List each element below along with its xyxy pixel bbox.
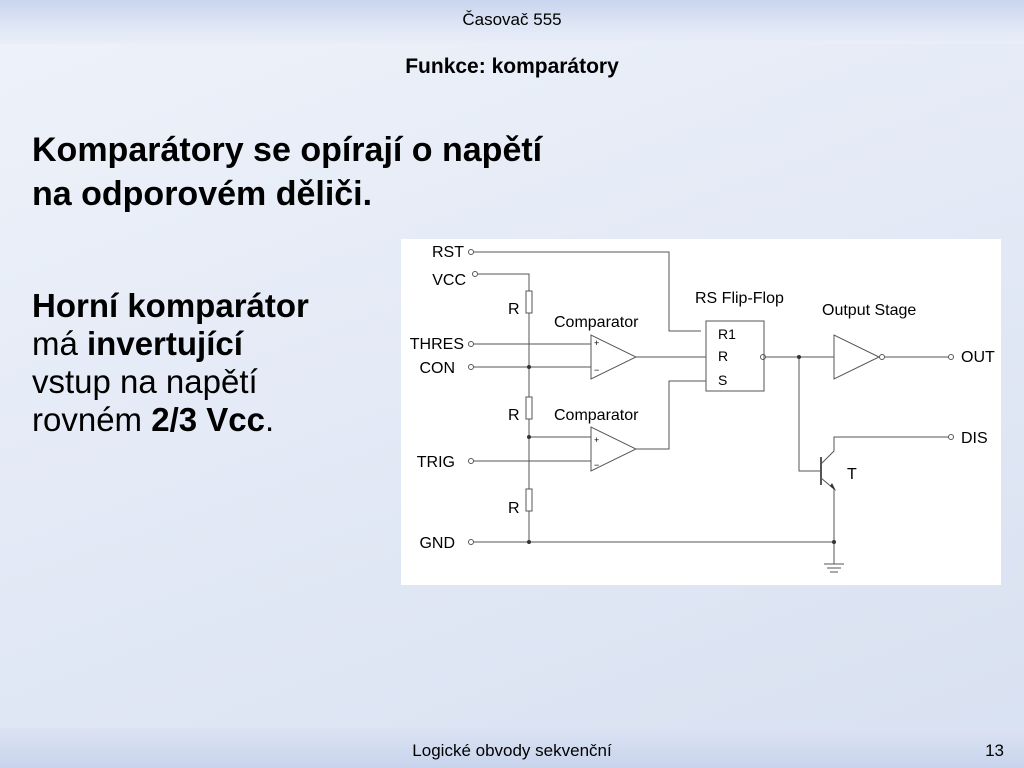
vcc-pin-terminal (472, 271, 478, 277)
transistor-label: T (847, 466, 857, 483)
circuit-schematic: RST VCC THRES CON TRIG GND OUT DIS R R R… (410, 244, 995, 573)
lower-comparator-label: Comparator (554, 407, 639, 424)
junction-gnd (527, 540, 531, 544)
header-bar (0, 0, 1024, 44)
upper-comp-minus: − (594, 365, 599, 375)
rs-flipflop-box (705, 320, 765, 392)
junction-output (797, 355, 801, 359)
flipflop-pin-s: S (718, 372, 727, 388)
rst-pin-terminal (468, 249, 474, 255)
thres-pin-terminal (468, 341, 474, 347)
out-pin-terminal (948, 354, 954, 360)
con-label: CON (419, 360, 455, 377)
ground-symbol (824, 542, 844, 573)
body-bold-2: invertující (87, 325, 243, 362)
gnd-label: GND (419, 535, 455, 552)
transistor-base-wire (798, 357, 821, 472)
junction-lower-ref (527, 435, 531, 439)
body-line-4: rovném 2/3 Vcc. (32, 401, 392, 439)
thres-label: THRES (410, 336, 464, 353)
slide-title: Funkce: komparátory (405, 55, 619, 78)
upper-comparator-label: Comparator (554, 314, 639, 331)
timer-555-diagram: RST VCC THRES CON TRIG GND OUT DIS R R R… (401, 239, 1001, 585)
resistor-top (525, 290, 533, 314)
lower-comp-output-wire (636, 380, 706, 450)
trig-pin-terminal (468, 458, 474, 464)
transistor-emitter-arrow (830, 483, 836, 491)
junction-con (527, 365, 531, 369)
body-text-4: . (264, 401, 275, 438)
body-text-1: má (32, 325, 88, 362)
body-bold-3: 2/3 Vcc (151, 401, 265, 438)
lower-comp-plus: + (594, 435, 599, 445)
body-line-3: vstup na napětí (32, 363, 392, 401)
flipflop-output-bubble (760, 354, 766, 360)
output-bubble (879, 354, 885, 360)
lower-comparator (590, 426, 638, 472)
slide-heading: Komparátory se opírají o napětí na odpor… (32, 128, 652, 216)
resistor-middle-label: R (508, 407, 520, 424)
body-bold-1: Horní komparátor (32, 287, 309, 324)
resistor-bottom-label: R (508, 500, 520, 517)
body-paragraph: Horní komparátor má invertující vstup na… (32, 287, 392, 439)
upper-comp-plus: + (594, 338, 599, 348)
body-text-2: vstup na napětí (32, 363, 258, 400)
heading-line-1: Komparátory se opírají o napětí (32, 131, 543, 169)
gnd-pin-terminal (468, 539, 474, 545)
con-pin-terminal (468, 364, 474, 370)
upper-comparator (590, 334, 638, 380)
flipflop-label: RS Flip-Flop (695, 290, 784, 307)
footer-bar (0, 728, 1024, 768)
presentation-title: Časovač 555 (462, 10, 562, 29)
out-label: OUT (961, 349, 995, 366)
dis-label: DIS (961, 430, 988, 447)
resistor-middle (525, 396, 533, 420)
dis-pin-terminal (948, 434, 954, 440)
vcc-label: VCC (432, 272, 466, 289)
footer-course-title: Logické obvody sekvenční (412, 741, 612, 760)
output-stage-label: Output Stage (822, 302, 916, 319)
flipflop-pin-r: R (718, 348, 728, 364)
transistor-collector-wire (820, 436, 949, 465)
resistor-top-label: R (508, 301, 520, 318)
body-line-1: Horní komparátor (32, 287, 392, 325)
trig-label: TRIG (417, 454, 455, 471)
flipflop-pin-r1: R1 (718, 326, 736, 342)
body-text-3: rovném (32, 401, 152, 438)
page-number: 13 (985, 741, 1004, 760)
heading-line-2: na odporovém děliči. (32, 175, 373, 213)
body-line-2: má invertující (32, 325, 392, 363)
rst-label: RST (432, 244, 464, 261)
resistor-bottom (525, 488, 533, 512)
lower-comp-minus: − (594, 460, 599, 470)
junction-ground (832, 540, 836, 544)
vcc-wire (478, 273, 530, 291)
output-stage-buffer (833, 334, 881, 380)
rst-wire (473, 251, 701, 332)
